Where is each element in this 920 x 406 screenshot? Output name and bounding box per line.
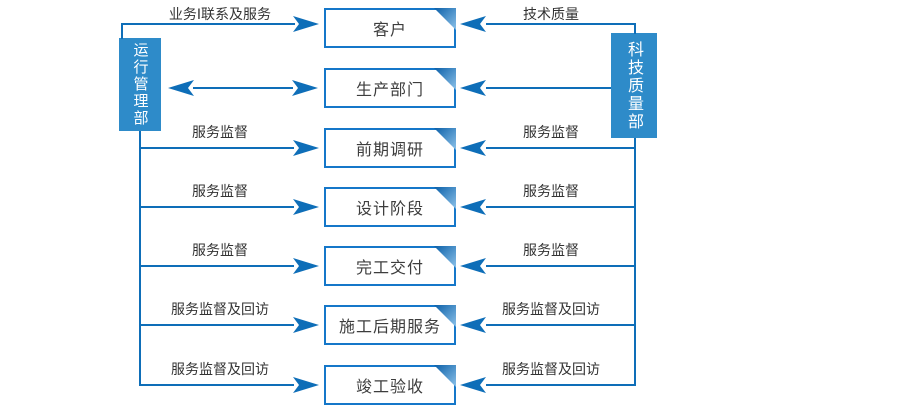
flow-box-post-construction-service: 施工后期服务 bbox=[324, 305, 456, 345]
connector-right-trunk bbox=[634, 138, 636, 386]
connector-left-row5-line bbox=[140, 265, 294, 267]
flow-box-design-phase: 设计阶段 bbox=[324, 187, 456, 227]
arrow-left-icon bbox=[460, 199, 486, 215]
arrow-right-icon bbox=[293, 377, 319, 393]
connector-left-row4-line bbox=[140, 206, 294, 208]
connector-label-left-row7: 服务监督及回访 bbox=[171, 362, 269, 378]
connector-left-row1-line bbox=[121, 23, 295, 25]
flow-box-completion-acceptance: 竣工验收 bbox=[324, 365, 456, 405]
connector-label-left-row6: 服务监督及回访 bbox=[171, 302, 269, 318]
connector-right-row3-line bbox=[486, 147, 636, 149]
connector-right-row1-line bbox=[486, 23, 636, 25]
connector-left-row2-line bbox=[193, 87, 293, 89]
flow-box-production-dept: 生产部门 bbox=[324, 68, 456, 108]
connector-right-row6-line bbox=[486, 324, 636, 326]
connector-label-right-row7: 服务监督及回访 bbox=[502, 362, 600, 378]
connector-right-row2-line bbox=[486, 87, 611, 89]
connector-left-trunk bbox=[139, 131, 141, 386]
connector-left-row6-line bbox=[140, 324, 294, 326]
connector-right-row4-line bbox=[486, 206, 636, 208]
connector-left-row1-elbow bbox=[121, 23, 123, 39]
flow-box-customer-label: 客户 bbox=[372, 20, 407, 39]
dept-box-tech-quality: 科技质量部 bbox=[611, 33, 657, 138]
arrow-right-icon bbox=[293, 317, 319, 333]
arrow-right-icon bbox=[293, 140, 319, 156]
dept-tech-quality-label: 科技质量部 bbox=[625, 40, 644, 131]
connector-label-right-row3: 服务监督 bbox=[523, 125, 579, 141]
flow-box-preliminary-research-label: 前期调研 bbox=[355, 140, 424, 159]
connector-right-row5-line bbox=[486, 265, 636, 267]
flow-box-completion-acceptance-label: 竣工验收 bbox=[355, 377, 424, 396]
connector-right-row7-line bbox=[486, 384, 636, 386]
arrow-left-icon bbox=[168, 80, 194, 96]
arrow-left-icon bbox=[460, 80, 486, 96]
connector-left-row7-line bbox=[140, 384, 294, 386]
connector-label-right-row6: 服务监督及回访 bbox=[502, 302, 600, 318]
flow-box-completion-delivery-label: 完工交付 bbox=[355, 258, 424, 277]
connector-label-right-row4: 服务监督 bbox=[523, 184, 579, 200]
arrow-right-icon bbox=[293, 16, 319, 32]
dept-operations-management-label: 运行管理部 bbox=[131, 42, 150, 127]
arrow-left-icon bbox=[460, 317, 486, 333]
connector-label-left-row4: 服务监督 bbox=[192, 184, 248, 200]
flow-box-production-dept-label: 生产部门 bbox=[355, 80, 424, 99]
arrow-left-icon bbox=[460, 377, 486, 393]
flow-box-design-phase-label: 设计阶段 bbox=[355, 199, 424, 218]
connector-label-left-row5: 服务监督 bbox=[192, 243, 248, 259]
connector-label-left-row1: 业务I联系及服务 bbox=[168, 7, 272, 23]
connector-label-left-row3: 服务监督 bbox=[192, 125, 248, 141]
folded-corner-icon bbox=[434, 68, 456, 90]
arrow-right-icon bbox=[293, 258, 319, 274]
connector-right-row1-elbow bbox=[634, 23, 636, 34]
connector-label-right-row1: 技术质量 bbox=[523, 7, 579, 23]
connector-label-right-row5: 服务监督 bbox=[523, 243, 579, 259]
arrow-right-icon bbox=[292, 80, 318, 96]
arrow-left-icon bbox=[460, 16, 486, 32]
flow-box-post-construction-service-label: 施工后期服务 bbox=[338, 317, 441, 336]
flow-box-customer: 客户 bbox=[324, 8, 456, 48]
connector-left-row3-line bbox=[140, 147, 294, 149]
flow-box-preliminary-research: 前期调研 bbox=[324, 128, 456, 168]
dept-box-operations-management: 运行管理部 bbox=[119, 38, 161, 131]
arrow-right-icon bbox=[293, 199, 319, 215]
flow-box-completion-delivery: 完工交付 bbox=[324, 246, 456, 286]
arrow-left-icon bbox=[460, 140, 486, 156]
arrow-left-icon bbox=[460, 258, 486, 274]
